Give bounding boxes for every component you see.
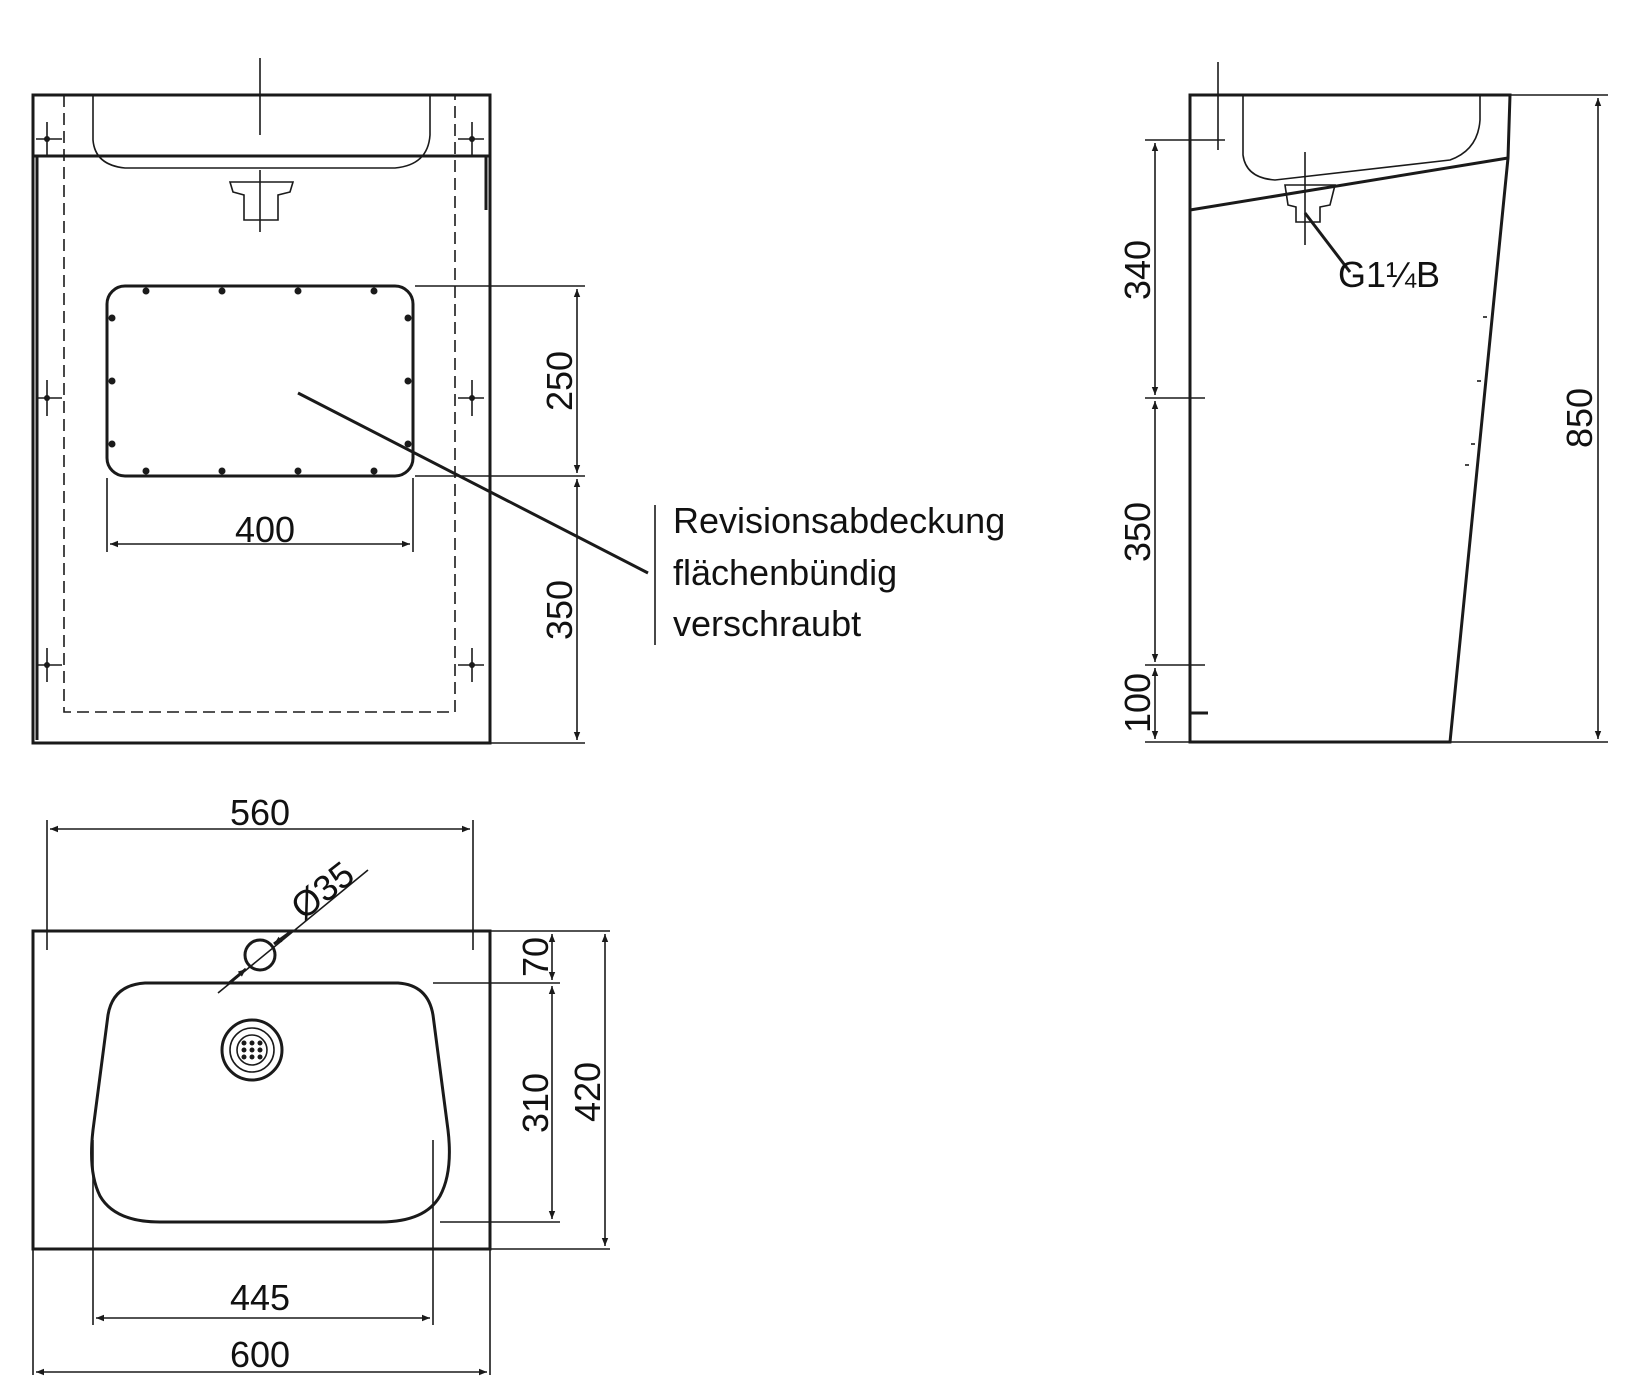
mounting-points [36,122,484,682]
side-basin-profile [1242,95,1481,181]
side-body-outline [1188,93,1512,744]
dim-basin-width: 445 [230,1277,290,1318]
side-drain [1284,184,1337,223]
side-foot [1188,711,1208,742]
revision-cover-screws [108,287,412,475]
top-view [31,820,610,1376]
dim-total-width: 600 [230,1334,290,1375]
drain-grid [241,1040,263,1060]
annotation-line-3: verschraubt [673,603,861,644]
dim-total-height: 850 [1559,388,1600,448]
dim-tap-offset: 70 [515,937,556,977]
front-view [31,58,649,745]
dim-side-upper: 340 [1117,240,1158,300]
thread-label: G1¼B [1338,254,1440,295]
dim-tap-hole: Ø35 [283,853,362,927]
top-body-outline [31,929,492,1251]
front-drain [228,181,295,221]
dim-opening-height: 250 [539,351,580,411]
annotation-leader [297,391,649,575]
dim-inner-width: 560 [230,792,290,833]
revision-cover [105,284,415,478]
annotation-line-1: Revisionsabdeckung [673,500,1005,541]
dim-basin-depth: 310 [515,1073,556,1133]
dim-lower-height: 350 [539,580,580,640]
front-body-outline [31,93,492,745]
thread-leader [1303,212,1352,273]
dim-side-base: 100 [1117,673,1158,733]
front-hidden-carcass [63,95,456,713]
tap-hole [243,938,277,972]
dim-opening-width: 400 [235,509,295,550]
side-view [1145,62,1608,744]
side-basin-bottom [1189,156,1509,212]
front-basin-profile [92,95,431,169]
dim-side-middle: 350 [1117,502,1158,562]
annotation-line-2: flächenbündig [673,552,897,593]
top-drain-outer [220,1018,284,1082]
dim-total-depth: 420 [567,1062,608,1122]
top-basin-outline [90,981,451,1224]
